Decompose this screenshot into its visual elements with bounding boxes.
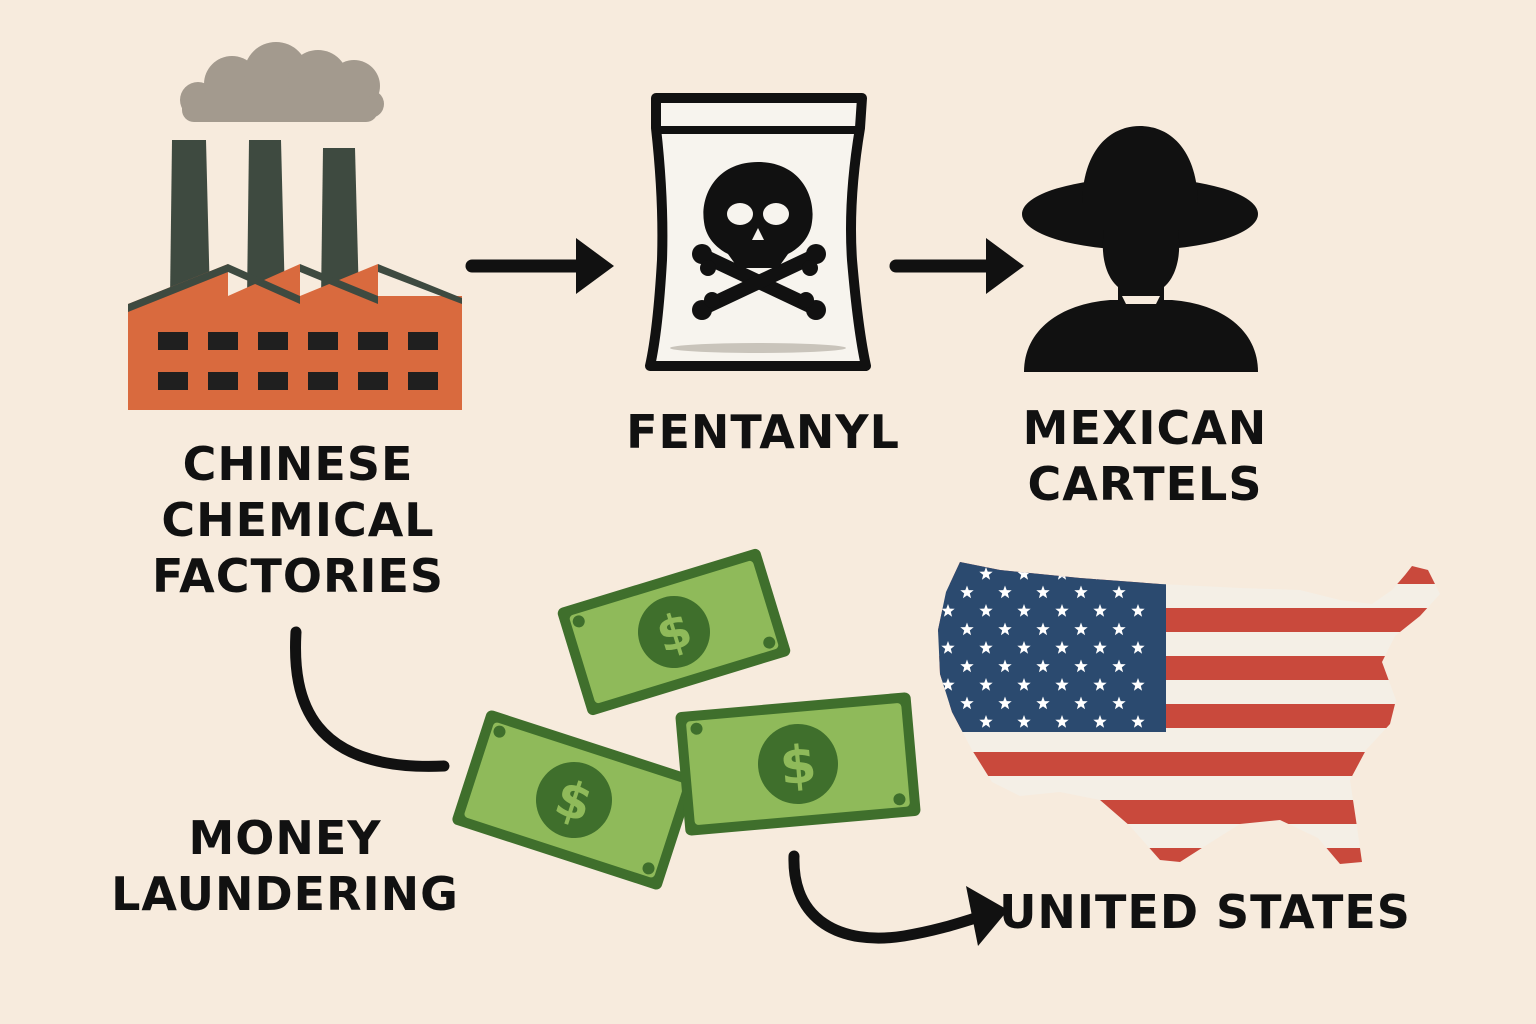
flag-star — [1055, 678, 1069, 691]
factory-windows — [158, 332, 438, 390]
flag-star — [979, 715, 993, 728]
label-line: CHEMICAL — [161, 493, 435, 548]
flag-star — [1017, 604, 1031, 617]
label-line: MEXICAN — [1022, 401, 1268, 455]
flag-star — [979, 641, 993, 654]
flag-star — [1112, 585, 1126, 599]
label-line: CHINESE — [182, 437, 414, 491]
flag-star — [1036, 622, 1050, 636]
flag-star — [960, 622, 974, 636]
flag-star — [941, 641, 955, 654]
cartel-silhouette-icon — [1022, 126, 1258, 372]
flag-star — [1036, 696, 1050, 710]
factory-icon — [128, 42, 462, 410]
bill-symbol: $ — [778, 735, 819, 798]
flag-star — [1036, 659, 1050, 673]
flag-star — [979, 604, 993, 617]
flag-star — [998, 585, 1012, 599]
flag-star — [1074, 622, 1088, 636]
label-fentanyl: FENTANYL — [598, 404, 928, 460]
flag-star — [960, 696, 974, 710]
flag-star — [1074, 696, 1088, 710]
flag-star — [960, 659, 974, 673]
flag-star — [1017, 567, 1031, 580]
flag-star — [998, 659, 1012, 673]
label-line: LAUNDERING — [111, 867, 459, 922]
fentanyl-bag-icon — [645, 93, 871, 371]
smokestacks — [170, 140, 359, 300]
label-line: FACTORIES — [151, 549, 445, 604]
connector-factories-to-money — [290, 626, 450, 772]
flag-star — [941, 604, 955, 617]
flag-star — [1074, 585, 1088, 599]
flag-star — [1093, 641, 1107, 654]
flag-star — [1112, 696, 1126, 710]
us-flag-map-icon — [938, 562, 1440, 864]
flag-star — [1055, 715, 1069, 728]
skull-crossbones-icon — [692, 162, 826, 320]
label-money-laundering: MONEY LAUNDERING — [100, 810, 470, 922]
flag-star — [1131, 604, 1145, 617]
flag-star — [1131, 678, 1145, 691]
flag-star — [941, 715, 955, 728]
flag-star — [1074, 659, 1088, 673]
arrow-money-to-united-states — [788, 850, 1008, 946]
flag-star — [979, 567, 993, 580]
flag-star — [998, 622, 1012, 636]
dollar-bill-icon: $ — [452, 710, 696, 890]
flag-star — [1093, 715, 1107, 728]
dollar-bill-icon: $ — [557, 548, 791, 716]
flag-star — [960, 585, 974, 599]
label-line: UNITED STATES — [999, 885, 1411, 939]
flag-star — [1131, 715, 1145, 728]
flag-star — [1093, 567, 1107, 580]
flag-star — [1131, 567, 1145, 580]
label-line: FENTANYL — [626, 405, 900, 459]
label-chinese-chemical-factories: CHINESE CHEMICAL FACTORIES — [138, 436, 458, 604]
arrow-factory-to-fentanyl — [465, 238, 614, 294]
flag-star — [1093, 604, 1107, 617]
flag-star — [1112, 659, 1126, 673]
flag-star — [979, 678, 993, 691]
flag-star — [1055, 641, 1069, 654]
flag-star — [941, 678, 955, 691]
label-line: MONEY — [188, 811, 382, 865]
flag-star — [1017, 715, 1031, 728]
dollar-bill-icon: $ — [675, 692, 921, 836]
flag-star — [1017, 678, 1031, 691]
smoke-cloud — [180, 42, 384, 122]
flag-star — [1131, 641, 1145, 654]
flag-star — [1055, 604, 1069, 617]
flag-star — [1093, 678, 1107, 691]
flag-star — [1112, 622, 1126, 636]
flag-star — [998, 696, 1012, 710]
flag-star — [1036, 585, 1050, 599]
flag-star — [1017, 641, 1031, 654]
arrow-fentanyl-to-cartels — [889, 238, 1024, 294]
label-mexican-cartels: MEXICAN CARTELS — [1000, 400, 1290, 512]
label-line: CARTELS — [1027, 457, 1263, 512]
label-united-states: UNITED STATES — [990, 884, 1420, 940]
